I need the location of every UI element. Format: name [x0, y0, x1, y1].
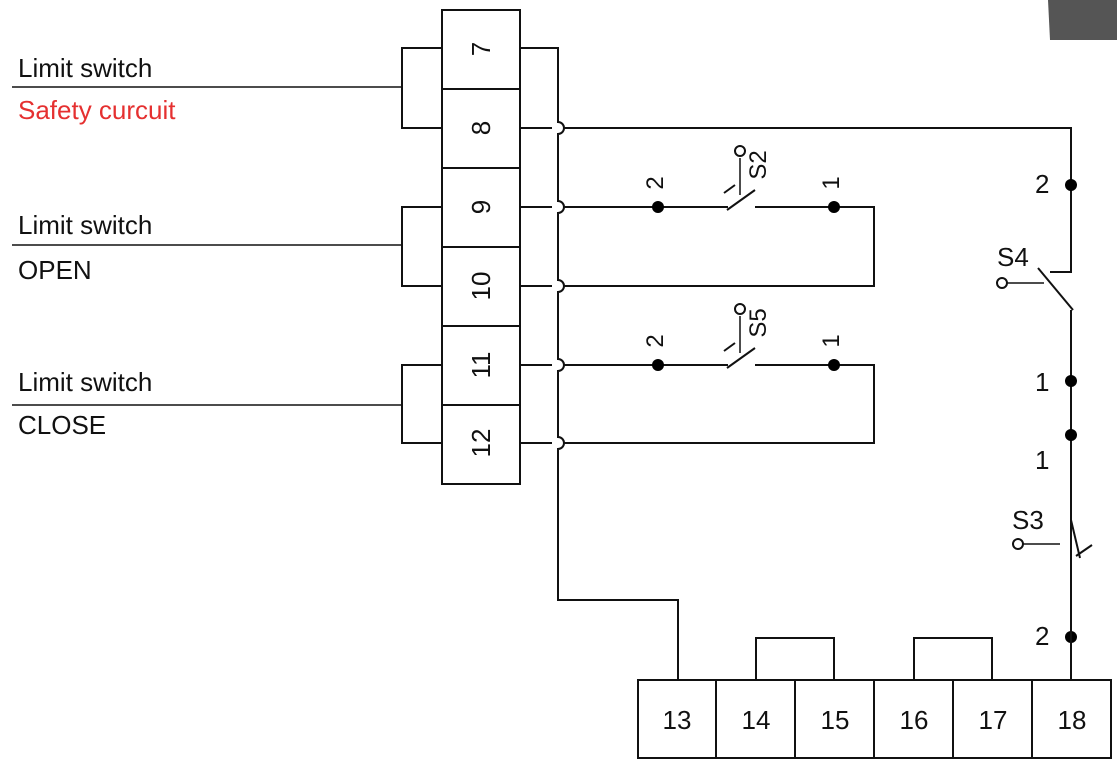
terminal-16 — [873, 679, 954, 759]
switch-s3-tick — [1075, 544, 1093, 557]
label-group-open: Limit switch OPEN — [12, 206, 442, 287]
label-close: CLOSE — [18, 410, 106, 440]
terminal-10-label: 10 — [466, 272, 496, 301]
switch-s5-terminal-circle — [734, 303, 746, 315]
terminal-11-label: 11 — [466, 352, 496, 379]
jumper-14-15 — [755, 637, 835, 680]
corner-graphic — [1048, 0, 1117, 40]
wire-s2-to-10 — [520, 206, 875, 287]
terminal-12 — [441, 404, 521, 485]
switch-s2-pin-1-dot — [828, 201, 840, 213]
terminal-14-label: 14 — [742, 705, 771, 735]
bracket-11-12 — [401, 364, 442, 444]
terminal-9 — [441, 167, 521, 248]
terminal-13-label: 13 — [663, 705, 692, 735]
switch-s3: 1 S3 2 — [1012, 429, 1093, 680]
terminal-17-label: 17 — [979, 705, 1008, 735]
switch-s5-pin-1-label: 1 — [818, 334, 845, 347]
terminal-13 — [637, 679, 717, 759]
terminal-12-label: 12 — [466, 429, 496, 458]
wire-8-safety — [520, 127, 1072, 273]
terminal-17 — [952, 679, 1033, 759]
switch-s5: S5 2 1 — [642, 303, 845, 371]
switch-s5-pin-2-dot — [652, 359, 664, 371]
switch-s4: 2 S4 1 — [996, 169, 1077, 600]
switch-s3-pin-1-label: 1 — [1035, 445, 1049, 475]
terminal-16-label: 16 — [900, 705, 929, 735]
switch-s5-tick — [723, 342, 736, 352]
switch-s2: S2 2 1 — [642, 145, 845, 213]
bottom-terminal-block: 13 14 15 16 17 18 — [637, 679, 1112, 759]
bracket-7-8 — [401, 47, 442, 129]
switch-s2-pin-1-label: 1 — [818, 176, 845, 189]
left-terminal-block: 7 8 9 10 11 12 — [441, 9, 521, 485]
terminal-9-label: 9 — [466, 200, 496, 214]
terminal-15-label: 15 — [821, 705, 850, 735]
switch-s4-pin-2-label: 2 — [1035, 169, 1049, 199]
wire-7-to-13 — [520, 47, 679, 680]
switch-s4-label: S4 — [997, 242, 1029, 272]
switch-s2-contact — [726, 189, 756, 211]
switch-s3-contact — [1070, 519, 1081, 559]
switch-s3-pin-1-dot — [1065, 429, 1077, 441]
switch-s2-pin-2-dot — [652, 201, 664, 213]
switch-s4-terminal-circle — [996, 277, 1008, 289]
label-limit-switch-close: Limit switch — [18, 367, 152, 397]
terminal-15 — [794, 679, 875, 759]
switch-s5-label: S5 — [745, 308, 772, 337]
jumper-16-17 — [913, 637, 993, 680]
label-group-close: Limit switch CLOSE — [12, 364, 442, 444]
terminal-7 — [441, 9, 521, 90]
switch-s2-tick — [723, 184, 736, 194]
switch-s3-pin-2-label: 2 — [1035, 621, 1049, 651]
terminal-18 — [1031, 679, 1112, 759]
switch-s4-pin-1-dot — [1065, 375, 1077, 387]
switch-s2-label: S2 — [745, 150, 772, 179]
label-limit-switch-safety: Limit switch — [18, 53, 152, 83]
switch-s2-terminal-circle — [734, 145, 746, 157]
switch-s4-pin-1-label: 1 — [1035, 367, 1049, 397]
switch-s5-contact — [726, 347, 756, 369]
switch-s5-pin-2-label: 2 — [642, 334, 669, 347]
switch-s4-contact — [1037, 267, 1074, 311]
switch-s5-pin-1-dot — [828, 359, 840, 371]
bracket-9-10 — [401, 206, 442, 287]
switch-s2-pin-2-label: 2 — [642, 176, 669, 189]
terminal-8 — [441, 88, 521, 169]
switch-s4-pin-2-dot — [1065, 179, 1077, 191]
switch-s3-terminal-circle — [1012, 538, 1024, 550]
label-group-safety: Limit switch Safety curcuit — [12, 47, 442, 129]
label-limit-switch-open: Limit switch — [18, 210, 152, 240]
wire-s5-to-12 — [520, 364, 875, 444]
label-open: OPEN — [18, 255, 92, 285]
terminal-18-label: 18 — [1058, 705, 1087, 735]
switch-s3-label: S3 — [1012, 505, 1044, 535]
label-safety-circuit: Safety curcuit — [18, 95, 176, 125]
terminal-8-label: 8 — [466, 121, 496, 135]
terminal-7-label: 7 — [466, 42, 496, 56]
